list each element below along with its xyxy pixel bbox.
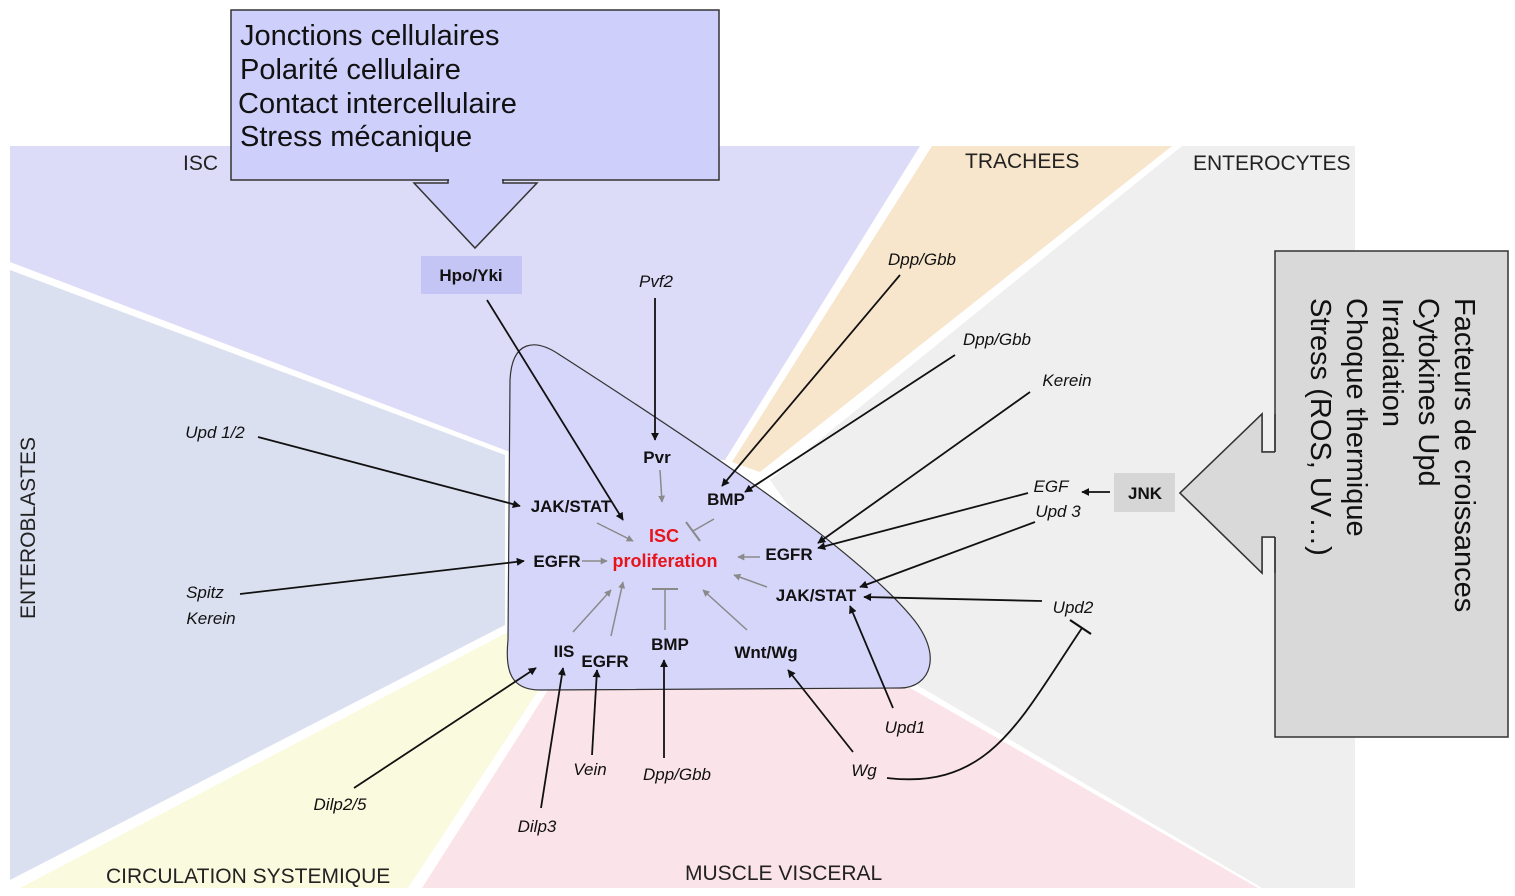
top-box-line-3: Contact intercellulaire bbox=[238, 88, 517, 120]
arrow-upd2-to-jak-stat bbox=[863, 593, 1043, 602]
label-jak-stat-right: JAK/STAT bbox=[776, 586, 857, 605]
label-iis: IIS bbox=[554, 642, 575, 661]
label-dilp25: Dilp2/5 bbox=[314, 795, 367, 814]
top-box-line-2: Polarité cellulaire bbox=[240, 54, 461, 86]
gray-arrow-pvr bbox=[658, 469, 666, 503]
label-region-enterocytes: ENTEROCYTES bbox=[1193, 152, 1351, 175]
label-kerein-right: Kerein bbox=[1042, 371, 1091, 390]
label-region-muscle: MUSCLE VISCERAL bbox=[685, 862, 882, 885]
arrow-dilp25-to-iis bbox=[353, 667, 537, 789]
gray-inhibit-bar-top bbox=[685, 521, 701, 542]
top-box-line-1: Jonctions cellulaires bbox=[240, 20, 500, 52]
label-kerein-left: Kerein bbox=[186, 609, 235, 628]
arrow-upd1-to-jak-stat bbox=[849, 605, 894, 709]
top-box-arrow bbox=[412, 179, 539, 250]
label-jak-stat-left: JAK/STAT bbox=[531, 497, 612, 516]
top-box-arrow-join bbox=[449, 177, 502, 183]
label-vein: Vein bbox=[573, 760, 606, 779]
label-bmp-top: BMP bbox=[707, 490, 745, 509]
right-stimuli-box bbox=[1274, 250, 1509, 738]
inhibition-bar-upd2 bbox=[1069, 619, 1092, 635]
label-pvf2: Pvf2 bbox=[639, 272, 674, 291]
label-hpo-yki: Hpo/Yki bbox=[439, 266, 502, 285]
label-upd1: Upd1 bbox=[885, 718, 926, 737]
signal-arrows bbox=[239, 274, 1110, 809]
label-jnk: JNK bbox=[1128, 484, 1163, 503]
right-box-line-2: Cytokines Upd bbox=[1412, 298, 1444, 487]
label-egf: EGF bbox=[1034, 477, 1071, 496]
label-upd12: Upd 1/2 bbox=[185, 423, 245, 442]
right-box-text: Facteurs de croissances Cytokines Upd Ir… bbox=[1304, 298, 1480, 612]
arrow-kerein-to-egfr-right bbox=[817, 391, 1031, 544]
arrow-spitz-to-egfr-left bbox=[239, 557, 525, 595]
label-region-trachees: TRACHEES bbox=[965, 150, 1079, 173]
label-region-isc: ISC bbox=[183, 152, 218, 175]
gray-arrow-iis bbox=[572, 589, 612, 633]
hpo-yki-box bbox=[421, 256, 522, 294]
arrow-egf-to-egfr-right bbox=[817, 492, 1029, 551]
label-wg: Wg bbox=[851, 761, 877, 780]
gray-arrow-wnt bbox=[702, 589, 748, 631]
right-box-line-3: Irradiation bbox=[1376, 298, 1408, 427]
label-bmp-bottom: BMP bbox=[651, 635, 689, 654]
arrow-hpo-to-proliferation bbox=[486, 299, 624, 521]
label-egfr-bottom: EGFR bbox=[581, 652, 628, 671]
internal-arrows bbox=[572, 469, 768, 637]
inhibition-wg-to-upd2 bbox=[886, 627, 1083, 781]
label-wnt-wg: Wnt/Wg bbox=[734, 643, 797, 662]
label-upd2: Upd2 bbox=[1053, 598, 1094, 617]
label-region-enteroblasts: ENTEROBLASTES bbox=[17, 437, 40, 619]
label-isc-center: ISC bbox=[649, 526, 679, 546]
arrow-dpp-to-bmp-top bbox=[721, 274, 901, 487]
right-box-arrow-outline bbox=[1178, 412, 1275, 575]
isc-cell bbox=[506, 344, 931, 691]
label-region-circulation: CIRCULATION SYSTEMIQUE bbox=[106, 865, 390, 888]
label-pvr: Pvr bbox=[643, 448, 671, 467]
arrow-wg-to-wnt bbox=[787, 669, 854, 753]
top-box-line-4: Stress mécanique bbox=[240, 121, 472, 153]
jnk-box bbox=[1114, 473, 1175, 512]
label-egfr-right: EGFR bbox=[765, 545, 812, 564]
label-spitz: Spitz bbox=[186, 583, 224, 602]
label-dilp3: Dilp3 bbox=[518, 817, 557, 836]
label-dpp-gbb-bottom: Dpp/Gbb bbox=[643, 765, 711, 784]
arrow-vein-to-egfr-bottom bbox=[591, 669, 601, 756]
arrow-upd12-to-jak-stat bbox=[257, 436, 521, 509]
gray-arrow-egfr-bottom bbox=[610, 581, 626, 637]
label-upd3: Upd 3 bbox=[1035, 502, 1081, 521]
arrow-dpp2-to-bmp-top bbox=[744, 354, 956, 493]
gray-arrow-jak-stat-right bbox=[733, 573, 768, 588]
right-box-line-4: Choque thermique bbox=[1340, 298, 1372, 537]
label-egfr-left: EGFR bbox=[533, 552, 580, 571]
arrow-dilp3-to-iis bbox=[540, 667, 566, 809]
region-enterocytes-sector bbox=[770, 146, 1355, 888]
region-isc-sector bbox=[10, 146, 920, 460]
label-dpp-gbb-1: Dpp/Gbb bbox=[888, 250, 956, 269]
right-box-arrow-head bbox=[1180, 414, 1278, 573]
label-proliferation: proliferation bbox=[612, 551, 717, 571]
region-enteroblasts-sector bbox=[10, 270, 505, 880]
region-circulation-sector bbox=[20, 632, 540, 888]
label-dpp-gbb-2: Dpp/Gbb bbox=[963, 330, 1031, 349]
right-box-line-1: Facteurs de croissances bbox=[1448, 298, 1480, 612]
gray-inhibit-bmp-top bbox=[692, 518, 715, 532]
region-muscle-sector bbox=[422, 685, 1258, 888]
gray-arrow-jak-stat-left bbox=[596, 522, 634, 542]
arrow-upd3-to-jak-stat bbox=[859, 521, 1036, 589]
right-box-line-5: Stress (ROS, UV…) bbox=[1304, 298, 1336, 556]
region-trachees-sector bbox=[732, 146, 1172, 472]
